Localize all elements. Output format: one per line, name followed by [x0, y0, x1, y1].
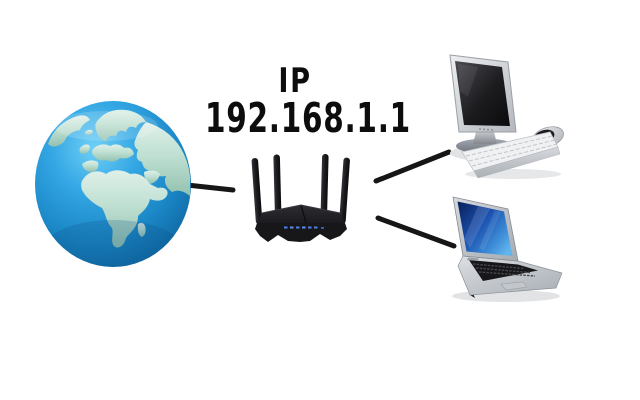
- ip-label-line1: IP: [278, 61, 312, 101]
- laptop-touchpad: [500, 281, 528, 291]
- globe-icon: [35, 101, 191, 267]
- laptop-hinge: [467, 257, 479, 261]
- desktop-computer-icon: [449, 54, 564, 179]
- link-router-laptop: [375, 215, 457, 249]
- monitor: [449, 54, 517, 133]
- wireless-router-icon: [251, 154, 350, 242]
- monitor-neck: [473, 132, 497, 144]
- ip-label-line2: 192.168.1.1: [205, 94, 411, 142]
- router-led-lights: [284, 226, 324, 229]
- link-globe-router: [184, 182, 236, 193]
- laptop-screen: [457, 201, 513, 256]
- ip-address-label: IP 192.168.1.1: [170, 61, 420, 142]
- globe-continents: [41, 109, 190, 267]
- link-router-desktop: [373, 149, 452, 184]
- router-body: [255, 204, 347, 242]
- keyboard: [461, 131, 561, 179]
- router-antennas: [251, 154, 350, 225]
- laptop-lid: [452, 196, 519, 262]
- laptop-icon: [452, 196, 563, 302]
- laptop-keyboard: [469, 260, 538, 281]
- globe-gloss: [54, 111, 158, 141]
- monitor-screen: [455, 61, 510, 126]
